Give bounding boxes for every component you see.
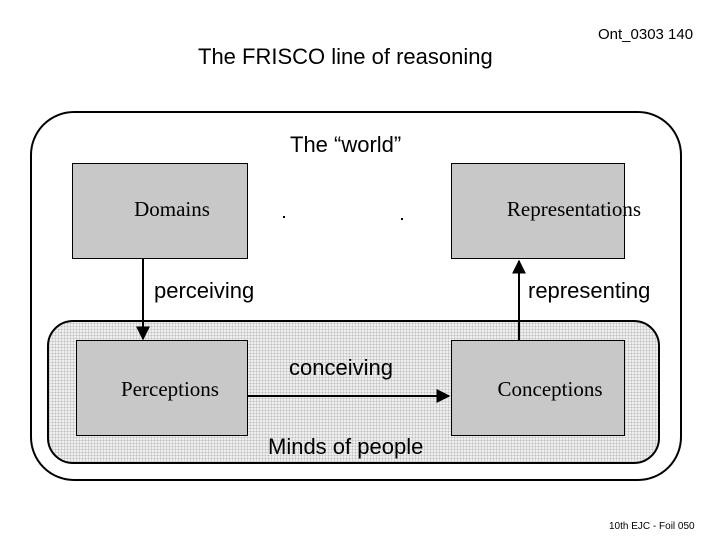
domains-node-label: Domains — [134, 196, 210, 221]
representations-node: Representations — [451, 163, 641, 259]
conceptions-node: Conceptions — [451, 340, 625, 436]
perceptions-node-label: Perceptions — [121, 376, 219, 401]
perceiving-label: perceiving — [154, 278, 255, 303]
slide-title: The FRISCO line of reasoning — [198, 44, 493, 69]
world-frame — [30, 111, 682, 481]
foil-id: Ont_0303 140 — [598, 26, 694, 43]
perceptions-node: Perceptions — [76, 340, 248, 436]
world-label: The “world” — [290, 132, 402, 157]
stray-dot — [401, 218, 403, 220]
conceptions-node-label: Conceptions — [497, 376, 603, 401]
stray-dot — [283, 216, 285, 218]
domains-node: Domains — [72, 163, 248, 259]
minds-label: Minds of people — [268, 434, 424, 459]
representing-label: representing — [528, 278, 651, 303]
representations-node-label: Representations — [506, 196, 642, 221]
footer: 10th EJC - Foil 050 — [609, 521, 695, 532]
conceiving-label: conceiving — [289, 355, 393, 380]
